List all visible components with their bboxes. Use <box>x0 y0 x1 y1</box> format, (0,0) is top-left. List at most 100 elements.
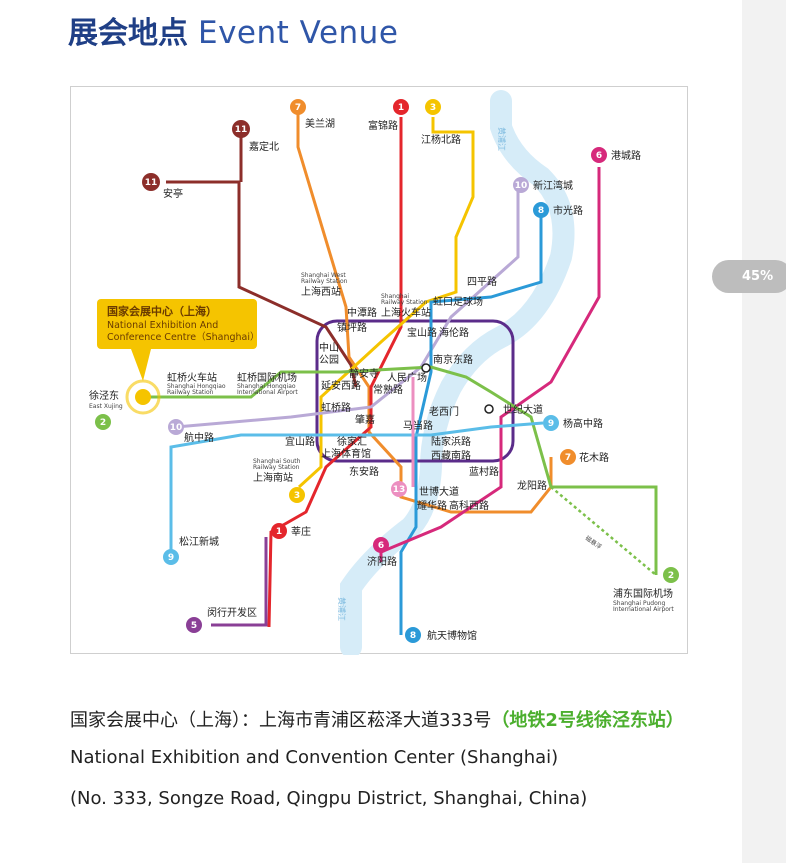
station-xinjiangwancheng: 新江湾城 <box>533 179 573 192</box>
station-shanghaixizhan: 上海西站 <box>301 285 341 298</box>
line-6 <box>379 167 601 562</box>
station-hongqiao-rail: 虹桥火车站 <box>167 371 217 384</box>
station-minhangkaifaqu: 闵行开发区 <box>207 606 257 619</box>
zoom-indicator[interactable]: 45% <box>712 260 786 293</box>
station-hangzhonglu: 航中路 <box>184 431 214 444</box>
station-madanglu: 马当路 <box>403 419 433 432</box>
station-yishanlu: 宜山路 <box>285 435 315 448</box>
station-xizangnanlu: 西藏南路 <box>431 449 471 462</box>
huangpu-river <box>340 90 575 655</box>
station-jiyanglu: 济阳路 <box>367 555 397 568</box>
line-badge-6-jiyang: 6 <box>373 537 389 553</box>
station-shanghaihuochezhan: 上海火车站 <box>381 306 431 319</box>
station-songjiangxincheng: 松江新城 <box>179 535 219 548</box>
station-yanggaozhonglu: 杨高中路 <box>563 417 603 430</box>
station-zhongshan-1: 中山 <box>319 341 339 354</box>
venue-callout: 国家会展中心（上海） National Exhibition And Confe… <box>97 299 259 381</box>
svg-text:2: 2 <box>100 418 106 428</box>
station-hailunlu: 海伦路 <box>439 326 469 339</box>
station-baoshanlu: 宝山路 <box>407 326 437 339</box>
station-xujingdong: 徐泾东 <box>89 389 119 402</box>
line-9 <box>169 421 544 550</box>
svg-text:11: 11 <box>145 178 158 188</box>
title-zh: 展会地点 <box>68 16 188 51</box>
svg-text:8: 8 <box>538 206 544 216</box>
station-sipinglu: 四平路 <box>467 275 497 288</box>
venue-marker <box>135 389 151 405</box>
station-hongqiao-rail-en2: Railway Station <box>167 389 214 396</box>
station-hongkou: 虹口足球场 <box>433 295 483 308</box>
callout-en1: National Exhibition And <box>107 320 218 331</box>
svg-text:9: 9 <box>548 419 554 429</box>
address-zh-main: 国家会展中心（上海）：上海市青浦区菘泽大道333号 <box>70 710 492 731</box>
line-badge-9-songjiang: 9 <box>163 549 179 565</box>
line-badge-11-anting: 11 <box>142 173 160 191</box>
callout-en2: Conference Centre（Shanghai） <box>107 331 259 343</box>
station-jiangyangbeilu: 江杨北路 <box>421 133 461 146</box>
station-shwest-en1: Shanghai West <box>301 272 346 279</box>
line-badge-10-hangzhong: 10 <box>168 419 184 435</box>
svg-text:11: 11 <box>235 125 248 135</box>
svg-text:5: 5 <box>191 621 197 631</box>
station-meilanhu: 美兰湖 <box>305 117 335 130</box>
line-badge-7-huamu: 7 <box>560 449 576 465</box>
station-lujiabanglu: 陆家浜路 <box>431 435 471 448</box>
station-hongqiaolu: 虹桥路 <box>321 401 351 414</box>
station-shrail-en2: Railway Station <box>381 299 428 306</box>
svg-text:13: 13 <box>393 485 406 495</box>
line-2 <box>143 365 658 575</box>
station-fujinlu: 富锦路 <box>368 119 398 132</box>
line-badge-8-museum: 8 <box>405 627 421 643</box>
station-lancunlu: 蓝村路 <box>469 465 499 478</box>
station-shsouth-en2: Railway Station <box>253 464 300 471</box>
station-zhenpinglu: 镇坪路 <box>337 321 367 334</box>
svg-text:10: 10 <box>515 181 528 191</box>
station-xinzhuang: 莘庄 <box>291 525 311 538</box>
station-pudong-airport: 浦东国际机场 <box>613 587 673 600</box>
station-zhaojiabang: 肇嘉 <box>355 413 375 426</box>
line-badge-1-top: 1 <box>393 99 409 115</box>
station-hongqiao-rail-en1: Shanghai Hongqiao <box>167 383 226 390</box>
svg-text:1: 1 <box>398 103 404 113</box>
station-longyanglu: 龙阳路 <box>517 479 547 492</box>
page-title: 展会地点 Event Venue <box>68 8 398 52</box>
line-badge-9-yanggao: 9 <box>543 415 559 431</box>
station-hangtianbowuguan: 航天博物馆 <box>427 629 477 642</box>
station-pudong-airport-en1: Shanghai Pudong <box>613 600 666 607</box>
station-shrail-en1: Shanghai <box>381 293 409 300</box>
station-shiguanglu: 市光路 <box>553 204 583 217</box>
river-label-bottom: 黄浦江 <box>337 597 347 621</box>
title-en: Event Venue <box>198 15 399 51</box>
line-badge-6-top: 6 <box>591 147 607 163</box>
station-gaokexilu: 高科西路 <box>449 499 489 512</box>
line-badge-3-top: 3 <box>425 99 441 115</box>
station-renminguangchang: 人民广场 <box>387 371 427 384</box>
station-hongqiao-airport: 虹桥国际机场 <box>237 371 297 384</box>
station-xujiahui: 徐家汇 <box>337 435 367 448</box>
station-gangchenglu: 港城路 <box>611 149 641 162</box>
svg-text:7: 7 <box>565 453 571 463</box>
station-jingansi: 静安寺 <box>349 367 379 380</box>
venue-address-zh: 国家会展中心（上海）：上海市青浦区菘泽大道333号（地铁2号线徐泾东站） <box>70 706 684 732</box>
line-5 <box>211 537 268 627</box>
station-yaohualu: 耀华路 <box>417 499 447 512</box>
station-laoximen: 老西门 <box>429 405 459 418</box>
metro-map: 黄浦江 黄浦江 <box>70 86 688 655</box>
station-hongqiao-airport-en1: Shanghai Hongqiao <box>237 383 296 390</box>
line-badge-11-jiadingbei: 11 <box>232 120 250 138</box>
metro-map-svg: 黄浦江 黄浦江 <box>89 90 679 655</box>
svg-text:3: 3 <box>430 103 436 113</box>
svg-text:6: 6 <box>596 151 602 161</box>
station-shijidadao: 世纪大道 <box>503 403 543 416</box>
svg-text:9: 9 <box>168 553 174 563</box>
station-shsouth-en1: Shanghai South <box>253 458 301 465</box>
svg-text:6: 6 <box>378 541 384 551</box>
station-pudong-airport-en2: International Airport <box>613 606 674 613</box>
line-badge-1-xinzhuang: 1 <box>271 523 287 539</box>
callout-zh: 国家会展中心（上海） <box>107 304 217 318</box>
svg-text:3: 3 <box>294 491 300 501</box>
line-3 <box>297 117 475 489</box>
station-zhongtanlu: 中潭路 <box>347 306 377 319</box>
station-zhongshan-2: 公园 <box>319 354 339 366</box>
page: 展会地点 Event Venue 黄浦江 黄浦江 <box>68 8 688 809</box>
